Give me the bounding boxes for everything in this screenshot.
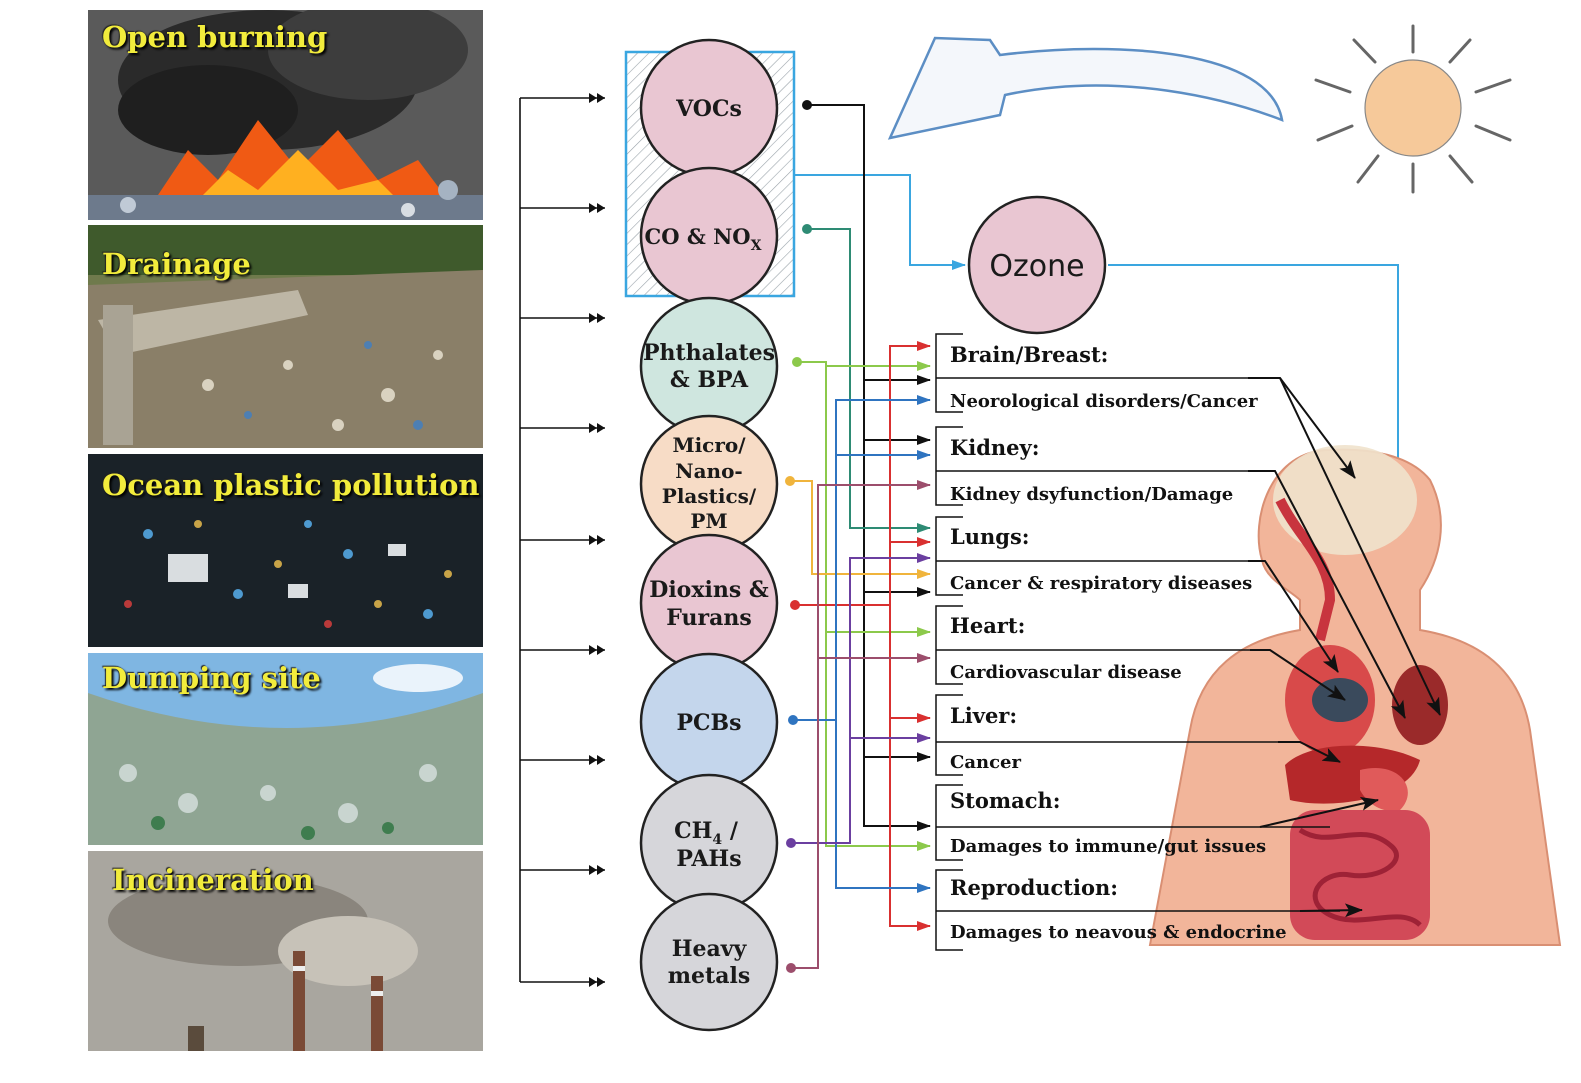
photo-incineration: Incineration [88,851,483,1051]
drainage-image [88,225,483,448]
sun-icon [1314,24,1512,194]
organ-heading-lungs: Lungs: [950,524,1030,549]
organ-effect-reproduction: Damages to neavous & endocrine [950,922,1287,943]
organ-effect-heart: Cardiovascular disease [950,662,1182,683]
pollutant-ch4-pahs: CH4 / PAHs [639,773,779,913]
micro-label-1: Micro/ [672,433,746,457]
organ-effect-stomach: Damages to immune/gut issues [950,836,1266,857]
organ-brackets [935,333,1340,951]
photo-drainage: Drainage [88,225,483,448]
organ-heading-kidney: Kidney: [950,435,1040,460]
source-bracket [519,93,605,987]
ch4-label: CH [674,818,712,844]
source-label-open-burning: Open burning [102,20,328,54]
open-burning-image [88,10,483,220]
ozone-label: Ozone [989,249,1084,284]
source-label-ocean-pollution: Ocean plastic pollution [102,468,480,502]
dioxins-label-1: Dioxins & [649,577,769,603]
organ-effect-lungs: Cancer & respiratory diseases [950,573,1252,594]
pollutant-heavy-metals: Heavy metals [639,892,779,1032]
micro-label-3: Plastics/ [662,484,757,508]
organ-heading-brain: Brain/Breast: [950,342,1108,367]
source-label-dumping-site: Dumping site [102,661,321,695]
pahs-label: PAHs [676,846,741,872]
photo-ocean-pollution: Ocean plastic pollution [88,454,483,647]
svg-text:CO & NOX: CO & NOX [645,224,762,254]
organ-effect-liver: Cancer [950,752,1021,773]
micro-label-2: Nano- [675,459,742,483]
sunlight-arrow-icon [887,36,1284,140]
organ-list: Brain/Breast: Neorological disorders/Can… [950,342,1287,943]
organ-heading-stomach: Stomach: [950,788,1061,813]
pollutant-phthalates: Phthalates & BPA [639,296,779,436]
ocean-pollution-image [88,454,483,647]
pollutant-vocs: VOCs [639,38,779,178]
photo-dumping-site: Dumping site [88,653,483,845]
incineration-image [88,851,483,1051]
pollutant-microplastics: Micro/ Nano- Plastics/ PM [639,414,779,554]
co-nox-subscript: X [751,238,762,254]
heavy-label-1: Heavy [672,936,748,962]
dioxins-label-2: Furans [666,605,751,631]
ozone-node: Ozone [967,195,1107,335]
pollutant-connectors [785,100,931,973]
svg-text:CH4 /: CH4 / [674,818,739,848]
ch4-subscript: 4 [712,832,722,848]
pollutant-dioxins: Dioxins & Furans [639,533,779,673]
pollutant-co-nox: CO & NOX [639,166,779,306]
source-label-drainage: Drainage [102,247,251,281]
ch4-slash: / [722,818,739,844]
pcbs-label: PCBs [676,710,741,736]
dumping-site-image [88,653,483,845]
phthalates-label-2: & BPA [670,367,749,393]
organ-heading-heart: Heart: [950,613,1025,638]
photo-open-burning: Open burning [88,10,483,220]
phthalates-label-1: Phthalates [643,340,775,366]
heavy-label-2: metals [668,963,750,989]
micro-label-4: PM [690,509,727,533]
pollutant-pcbs: PCBs [639,652,779,792]
co-nox-label: CO & NO [645,224,751,249]
organ-heading-liver: Liver: [950,703,1017,728]
organ-effect-brain: Neorological disorders/Cancer [950,391,1258,412]
organ-effect-kidney: Kidney dsyfunction/Damage [950,484,1233,505]
vocs-label: VOCs [675,96,742,122]
source-label-incineration: Incineration [112,863,314,897]
human-body-illustration [1148,445,1562,946]
organ-pointers [1248,377,1441,918]
organ-heading-reproduction: Reproduction: [950,875,1118,900]
